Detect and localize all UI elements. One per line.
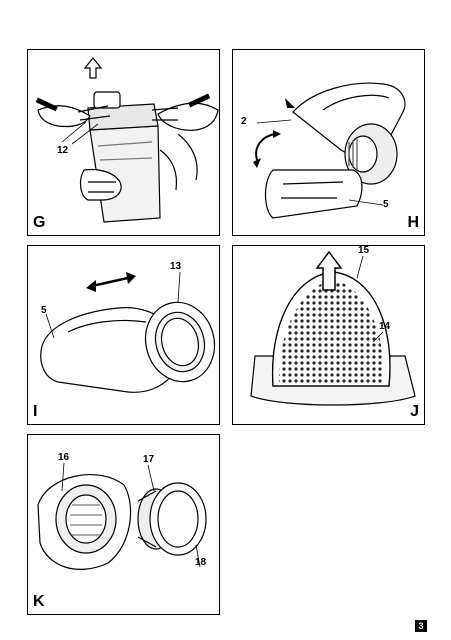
callout-5: 5 xyxy=(383,199,389,210)
panel-letter-i: I xyxy=(33,403,38,420)
panel-letter-k: K xyxy=(33,593,45,610)
panel-letter-j: J xyxy=(410,403,419,420)
callout-13: 13 xyxy=(170,261,182,272)
illustration-open-bowl xyxy=(253,82,406,219)
page-number: 3 xyxy=(415,620,427,632)
panel-letter-h: H xyxy=(407,214,419,231)
callout-2: 2 xyxy=(241,116,247,127)
illustration-twist-bowl xyxy=(40,271,216,393)
panel-letter-g: G xyxy=(33,214,46,231)
illustration-filter-dome xyxy=(250,250,416,406)
callout-18: 18 xyxy=(195,557,207,568)
callout-12: 12 xyxy=(57,145,69,156)
figure-panel-i: 13 5 I xyxy=(27,245,220,425)
illustration-filter-parts xyxy=(37,462,207,570)
figure-panel-j: 15 14 J xyxy=(232,245,425,425)
callout-16: 16 xyxy=(58,452,70,463)
callout-17: 17 xyxy=(143,454,155,465)
figure-panel-k: 16 17 18 K xyxy=(27,434,220,615)
illustration-remove-filter xyxy=(35,57,219,223)
callout-15: 15 xyxy=(358,245,370,256)
figure-panel-h: 2 5 H xyxy=(232,49,425,236)
callout-14: 14 xyxy=(379,321,391,332)
figure-panel-g: 12 G xyxy=(27,49,220,236)
callout-5: 5 xyxy=(41,305,47,316)
